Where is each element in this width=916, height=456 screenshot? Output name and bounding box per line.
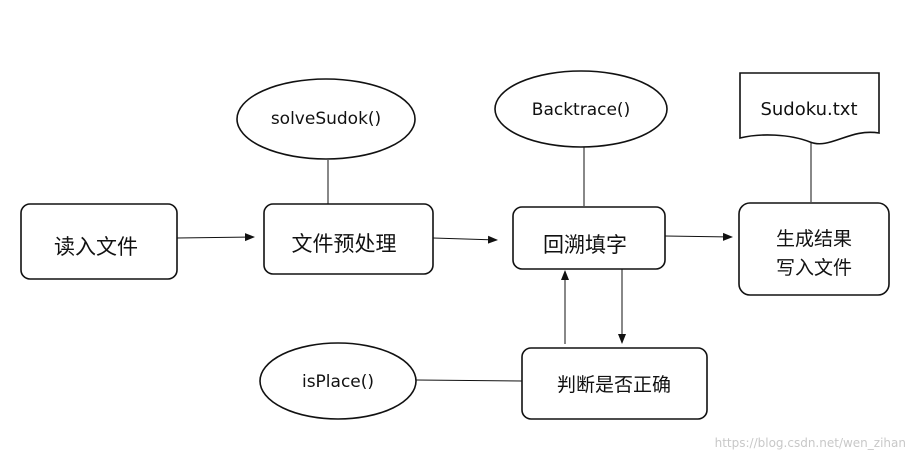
annotation-backtrace-label: Backtrace() [532, 100, 630, 120]
node-generate-result-label-2: 写入文件 [776, 257, 852, 279]
annotation-solve-sudoku-label: solveSudok() [271, 109, 381, 129]
arrow-preprocess-to-fill [432, 235, 498, 244]
node-generate-result-label-1: 生成结果 [776, 228, 852, 250]
annotation-output-file: Sudoku.txt [739, 72, 880, 145]
node-read-file: 读入文件 [20, 203, 178, 280]
node-check-correct-label: 判断是否正确 [557, 374, 671, 396]
connector-isplace-to-check [415, 379, 523, 382]
annotation-is-place: isPlace() [259, 342, 417, 420]
node-preprocess: 文件预处理 [263, 203, 434, 275]
node-check-correct: 判断是否正确 [521, 347, 708, 420]
arrow-fill-to-result [664, 232, 733, 241]
node-backtrack-fill-label: 回溯填字 [543, 233, 627, 257]
annotation-is-place-label: isPlace() [302, 372, 374, 392]
annotation-backtrace: Backtrace() [494, 70, 668, 148]
watermark-text: https://blog.csdn.net/wen_zihan [714, 436, 906, 450]
annotation-output-file-label: Sudoku.txt [760, 99, 857, 120]
node-preprocess-label: 文件预处理 [292, 232, 397, 256]
annotation-solve-sudoku: solveSudok() [236, 78, 416, 160]
arrow-read-to-preprocess [176, 233, 255, 242]
node-generate-result: 生成结果 写入文件 [738, 202, 890, 296]
node-read-file-label: 读入文件 [54, 235, 138, 259]
node-backtrack-fill: 回溯填字 [512, 206, 666, 270]
